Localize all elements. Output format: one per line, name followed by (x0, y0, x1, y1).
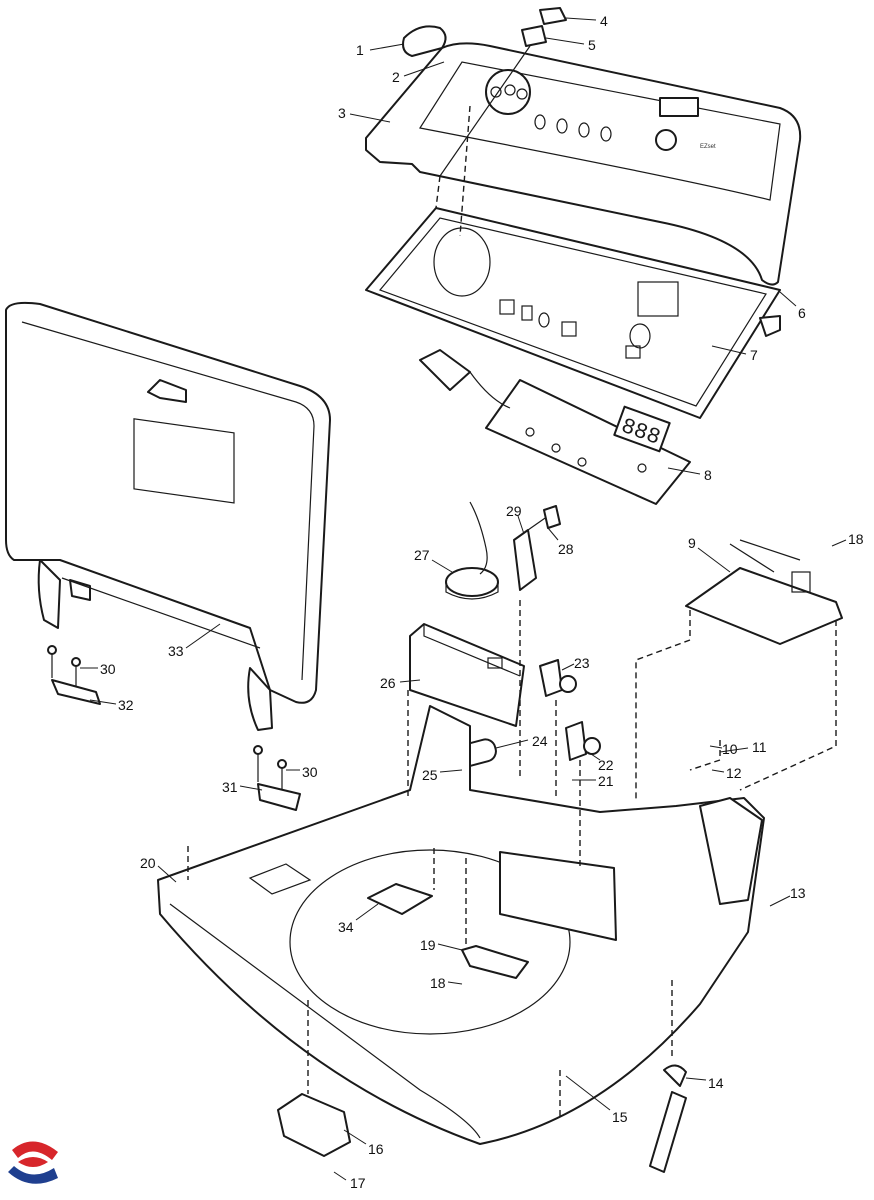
callout-6: 6 (798, 305, 806, 321)
callout-24: 24 (532, 733, 548, 749)
callout-18b: 18 (430, 975, 446, 991)
leader-29 (517, 515, 525, 535)
leader-22 (587, 751, 601, 761)
callout-22: 22 (598, 757, 614, 773)
callout-10: 10 (722, 741, 738, 757)
leader-13 (769, 895, 791, 907)
brand-logo-icon (5, 1137, 61, 1193)
control-panel-frame (365, 207, 781, 419)
leader-23 (561, 663, 575, 671)
leader-20 (157, 865, 177, 883)
callout-12: 12 (726, 765, 742, 781)
leader-10 (709, 745, 723, 749)
callout-29: 29 (506, 503, 522, 519)
door-switch (539, 7, 567, 25)
leader-11 (719, 747, 749, 753)
callout-18a: 18 (848, 531, 864, 547)
callout-4: 4 (600, 13, 608, 29)
lint-filter (367, 883, 433, 915)
leader-5 (545, 37, 585, 45)
switch-harness (439, 25, 547, 177)
leader-18a (831, 539, 847, 547)
leader-17 (333, 1171, 347, 1181)
callout-3: 3 (338, 105, 346, 121)
leader-27 (431, 559, 453, 573)
motor-bracket (461, 945, 529, 979)
leader-33 (185, 623, 221, 649)
callout-1: 1 (356, 42, 364, 58)
callout-17: 17 (350, 1175, 366, 1191)
callout-32: 32 (118, 697, 134, 713)
leader-16 (343, 1129, 367, 1145)
panel-model-label: EZset (700, 144, 716, 150)
cabinet-top (157, 705, 765, 1145)
callout-21: 21 (598, 773, 614, 789)
leader-24 (495, 739, 529, 749)
callout-25: 25 (422, 767, 438, 783)
leader-14 (685, 1077, 707, 1081)
callout-19: 19 (420, 937, 436, 953)
inlet-valve-bracket (513, 505, 561, 591)
lid-hinge-right (253, 745, 301, 811)
callout-11: 11 (752, 739, 767, 755)
leader-25 (439, 769, 463, 773)
leader-8 (667, 467, 701, 475)
callout-13: 13 (790, 885, 806, 901)
leader-3 (349, 113, 391, 123)
leader-9 (697, 547, 731, 573)
leader-4 (565, 17, 597, 21)
water-valve-upper (539, 659, 577, 697)
leader-6 (779, 291, 797, 307)
leader-12 (711, 769, 725, 773)
control-panel-cover: EZset (365, 42, 802, 286)
leader-19 (437, 943, 463, 951)
leader-7 (711, 345, 747, 355)
callout-30b: 30 (302, 764, 318, 780)
leader-2 (403, 61, 445, 77)
detergent-box (409, 623, 525, 727)
callout-27: 27 (414, 547, 430, 563)
callout-34: 34 (338, 919, 354, 935)
sub-control-board (685, 539, 843, 645)
callout-31: 31 (222, 779, 238, 795)
leader-34 (355, 903, 379, 921)
assembly-guide-lines (187, 105, 837, 1118)
leader-18b (447, 981, 463, 985)
callout-labels: 1 2 3 4 5 6 7 8 9 10 11 12 13 14 15 16 1 (80, 13, 864, 1191)
callout-14: 14 (708, 1075, 724, 1091)
leader-1 (369, 43, 405, 51)
leader-28 (547, 527, 559, 541)
callout-9: 9 (688, 535, 696, 551)
callout-33: 33 (168, 643, 184, 659)
callout-15: 15 (612, 1109, 628, 1125)
callout-7: 7 (750, 347, 758, 363)
leader-31 (239, 785, 263, 791)
callout-30a: 30 (100, 661, 116, 677)
level-sensor-cover (277, 1093, 351, 1157)
washer-lid (5, 301, 331, 731)
control-board: 888 (419, 349, 691, 505)
leader-32 (89, 699, 117, 705)
knob-cap (402, 25, 447, 57)
callout-16: 16 (368, 1141, 384, 1157)
callout-5: 5 (588, 37, 596, 53)
water-valve-lower (565, 721, 601, 761)
callout-28: 28 (558, 541, 574, 557)
lid-hinge-left (47, 645, 101, 705)
lid-switch (649, 1064, 687, 1173)
leader-15 (565, 1075, 611, 1111)
callout-2: 2 (392, 69, 400, 85)
callout-26: 26 (380, 675, 396, 691)
callout-8: 8 (704, 467, 712, 483)
callout-20: 20 (140, 855, 156, 871)
callout-23: 23 (574, 655, 590, 671)
leader-26 (399, 679, 421, 683)
pressure-switch (445, 501, 499, 600)
